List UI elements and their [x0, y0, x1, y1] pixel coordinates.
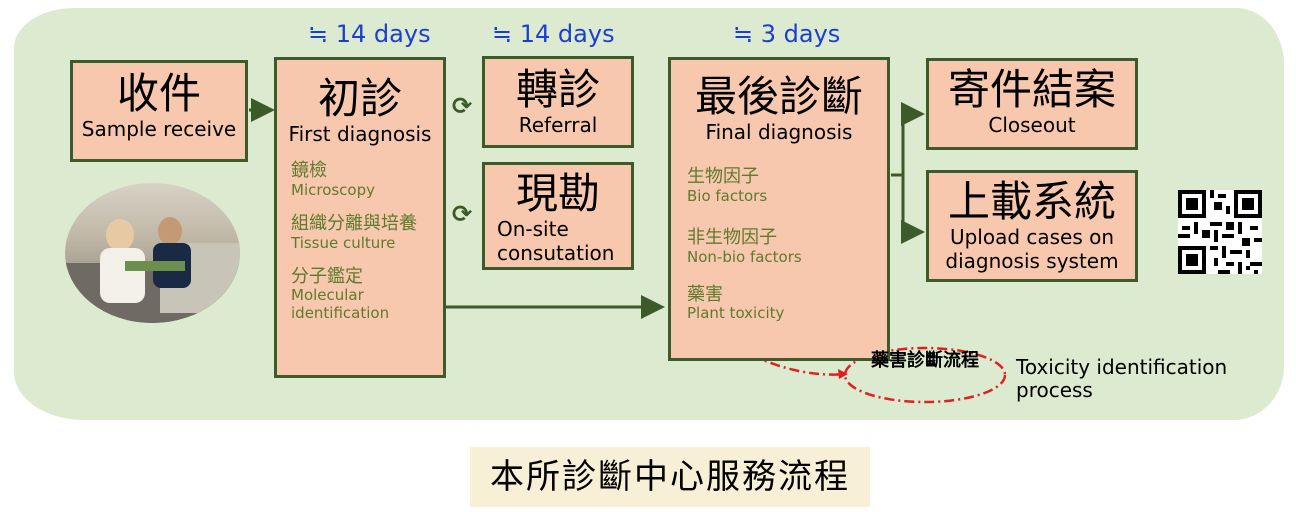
upload-zh: 上載系統: [947, 177, 1116, 226]
first-item-en: Molecular identification: [291, 286, 390, 322]
toxicity-label-en: Toxicity identification process: [1016, 355, 1228, 402]
first-en: First diagnosis: [288, 122, 432, 147]
onsite-zh: 現勘: [515, 169, 600, 218]
final-item-en: Bio factors: [687, 186, 768, 205]
closeout-zh: 寄件結案: [947, 65, 1116, 114]
closeout-box: 寄件結案 Closeout: [926, 58, 1138, 150]
duration-referral: ≒ 14 days: [492, 20, 615, 48]
receive-en: Sample receive: [81, 117, 237, 142]
upload-box: 上載系統 Upload cases on diagnosis system: [926, 170, 1138, 282]
referral-zh: 轉診: [515, 65, 600, 114]
duration-initial: ≒ 14 days: [308, 20, 431, 48]
branch-line: [891, 102, 925, 177]
duration-final: ≒ 3 days: [733, 20, 841, 48]
upload-en: Upload cases on diagnosis system: [945, 225, 1119, 274]
closeout-en: Closeout: [988, 113, 1076, 138]
cycle-icon: ⟳: [452, 200, 473, 228]
onsite-en: On-site consutation: [497, 217, 615, 266]
final-item-en: Plant toxicity: [687, 304, 785, 323]
first-diagnosis-box: 初診 First diagnosis 鏡檢 Microscopy 組織分離與培養…: [274, 57, 446, 378]
onsite-box: 現勘 On-site consutation: [482, 162, 634, 270]
first-item-zh: 分子鑑定: [291, 265, 363, 287]
referral-box: 轉診 Referral: [482, 56, 634, 148]
toxicity-label-zh: 藥害診斷流程: [871, 350, 979, 371]
final-zh: 最後診斷: [694, 72, 863, 121]
qr-code-icon[interactable]: [1178, 190, 1262, 274]
branch-line-upload: [901, 175, 925, 244]
toxicity-connector: [751, 353, 849, 376]
final-en: Final diagnosis: [705, 120, 853, 145]
first-zh: 初診: [317, 74, 402, 123]
first-item-en: Tissue culture: [291, 233, 396, 252]
first-item-zh: 組織分離與培養: [291, 213, 417, 235]
first-item-en: Microscopy: [291, 180, 376, 199]
final-item-zh: 藥害: [687, 283, 723, 305]
first-item-zh: 鏡檢: [291, 160, 327, 182]
final-item-zh: 非生物因子: [687, 227, 777, 249]
lab-photo: [65, 183, 240, 323]
page-caption: 本所診斷中心服務流程: [470, 447, 870, 507]
receive-zh: 收件: [116, 69, 201, 118]
final-item-zh: 生物因子: [687, 166, 759, 188]
referral-en: Referral: [518, 113, 598, 138]
cycle-icon: ⟳: [452, 92, 473, 120]
final-diagnosis-box: 最後診斷 Final diagnosis 生物因子 Bio factors 非生…: [668, 57, 890, 361]
receive-box: 收件 Sample receive: [70, 60, 248, 162]
final-item-en: Non-bio factors: [687, 247, 802, 266]
toxicity-ellipse-large: [843, 346, 1007, 404]
